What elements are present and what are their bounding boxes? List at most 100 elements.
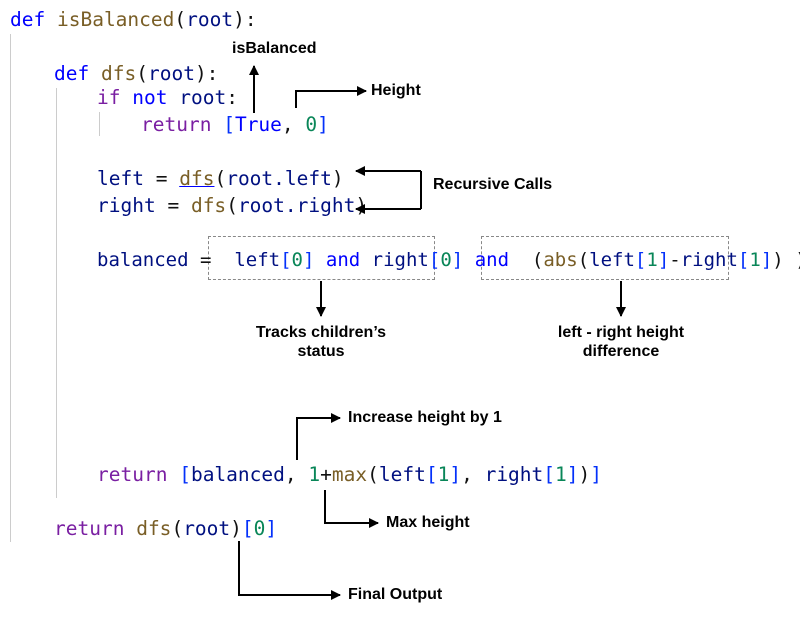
bracket-open: [ <box>634 249 647 271</box>
paren-open: ( <box>171 517 184 540</box>
function-call-dfs-underlined: dfs <box>179 167 215 190</box>
paren-open: ( <box>214 167 227 190</box>
dashed-box-height-difference <box>481 236 729 280</box>
paren-close: ) <box>578 463 591 486</box>
keyword-if: if <box>97 86 121 109</box>
const-true: True <box>234 113 282 136</box>
arg-root: root <box>183 517 231 540</box>
bracket-close: ] <box>451 249 464 271</box>
function-call-dfs: dfs <box>136 517 172 540</box>
paren-close: ) <box>795 249 800 271</box>
paren-close-colon: ): <box>194 62 219 85</box>
assign: = <box>199 249 212 271</box>
code-line-left-call: left = dfs(root.left) <box>97 167 344 191</box>
label-height-difference-line1: left - right height <box>557 324 685 341</box>
dashed-box-children-status <box>208 236 435 280</box>
bracket-open: [ <box>179 463 191 486</box>
paren-open: ( <box>174 8 187 31</box>
bracket-close: ] <box>449 463 462 486</box>
label-increase-height: Increase height by 1 <box>348 409 502 426</box>
var-left: left <box>589 249 635 271</box>
paren-close: ) <box>772 249 784 271</box>
function-max: max <box>331 463 368 486</box>
arrow-final-output <box>238 541 341 600</box>
code-line-return-base: return [True, 0] <box>141 113 329 137</box>
paren-open: ( <box>531 249 544 271</box>
bracket-open: [ <box>241 517 254 540</box>
label-height-difference: left - right height difference <box>531 323 711 361</box>
label-final-output: Final Output <box>348 586 443 603</box>
index-one: 1 <box>749 249 761 271</box>
keyword-not: not <box>132 86 168 109</box>
var-balanced: balanced <box>190 463 285 486</box>
label-height-difference-line2: difference <box>582 343 660 360</box>
label-children-status-line2: status <box>297 343 345 360</box>
param-root: root <box>186 8 234 31</box>
paren-close: ) <box>331 167 344 190</box>
keyword-and: and <box>325 249 361 271</box>
var-left: left <box>97 167 144 190</box>
function-abs: abs <box>543 249 578 271</box>
arrow-height <box>295 86 367 108</box>
assign: = <box>167 194 180 217</box>
index-zero: 0 <box>440 249 452 271</box>
bracket-close: ] <box>760 249 773 271</box>
index-zero: 0 <box>253 517 266 540</box>
index-one: 1 <box>555 463 567 486</box>
bracket-close: ] <box>302 249 315 271</box>
code-line-return-dfs: return dfs(root)[0] <box>54 517 277 541</box>
label-isbalanced: isBalanced <box>232 40 317 57</box>
var-left: left <box>234 249 281 271</box>
function-name-isbalanced: isBalanced <box>56 8 175 31</box>
bracket-open: [ <box>425 463 438 486</box>
var-balanced: balanced <box>97 249 189 271</box>
code-line-def-isbalanced: def isBalanced(root): <box>10 8 257 32</box>
indent-guide-outer <box>10 34 11 542</box>
indent-guide-dfs <box>56 88 57 498</box>
function-name-dfs: dfs <box>100 62 137 85</box>
paren-close: ) <box>230 517 242 540</box>
keyword-def: def <box>54 62 90 85</box>
keyword-return: return <box>97 463 168 486</box>
arrow-max-height <box>324 490 379 528</box>
assign: = <box>155 167 168 190</box>
arg-root-right: root.right <box>237 194 356 217</box>
var-right: right <box>371 249 429 271</box>
plus: + <box>320 463 332 486</box>
comma: , <box>284 463 297 486</box>
keyword-return: return <box>141 113 212 136</box>
var-right: right <box>484 463 544 486</box>
code-line-balanced: balanced = left[0] and right[0] and (abs… <box>97 248 800 272</box>
paren-open: ( <box>136 62 148 85</box>
label-recursive-calls: Recursive Calls <box>433 176 553 193</box>
comma: , <box>281 113 294 136</box>
paren-close-colon: ): <box>233 8 257 31</box>
var-right: right <box>97 194 156 217</box>
paren-open: ( <box>577 249 590 271</box>
bracket-close: ] <box>657 249 670 271</box>
paren-open: ( <box>226 194 238 217</box>
index-one: 1 <box>646 249 658 271</box>
function-call-dfs: dfs <box>190 194 227 217</box>
var-root: root <box>179 86 227 109</box>
bracket-close: ] <box>265 517 278 540</box>
code-line-def-dfs: def dfs(root): <box>54 62 218 86</box>
arg-root-left: root.left <box>226 167 332 190</box>
bracket-open: [ <box>543 463 556 486</box>
colon: : <box>226 86 238 109</box>
param-root: root <box>147 62 195 85</box>
label-height: Height <box>371 82 421 99</box>
bracket-open: [ <box>223 113 235 136</box>
paren-open: ( <box>367 463 379 486</box>
label-children-status-line1: Tracks children’s <box>255 324 387 341</box>
minus: - <box>669 249 681 271</box>
number-one: 1 <box>308 463 321 486</box>
indent-guide-if <box>99 112 100 136</box>
index-one: 1 <box>437 463 450 486</box>
var-right: right <box>680 249 738 271</box>
code-line-return-balanced: return [balanced, 1+max(left[1], right[1… <box>97 463 602 487</box>
code-line-if-not-root: if not root: <box>97 86 238 110</box>
bracket-close: ] <box>566 463 579 486</box>
